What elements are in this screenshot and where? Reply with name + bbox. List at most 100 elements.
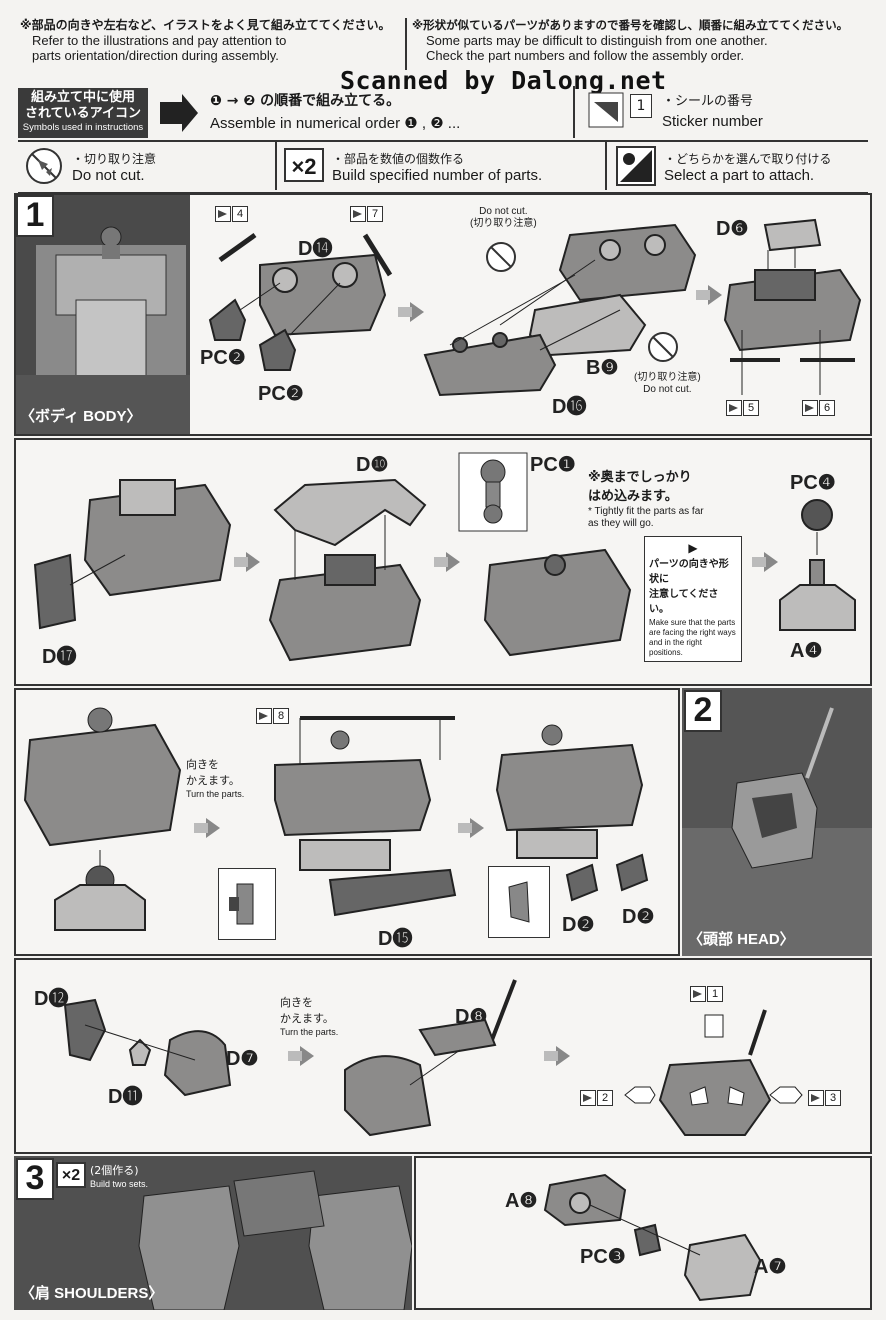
d2-assembly-figure xyxy=(495,724,649,902)
sticker-icon xyxy=(215,206,231,222)
tight-fit-en: * Tightly fit the parts as far as they w… xyxy=(588,506,704,529)
tight-fit-jp2: はめ込みます。 xyxy=(588,489,678,504)
order-arrow: → xyxy=(226,93,239,109)
turn2-jp1: 向きを xyxy=(280,996,313,1009)
label-pc4: PC❹ xyxy=(790,472,836,494)
sticker-4-num: 4 xyxy=(232,206,248,222)
do-not-cut-legend: ・切り取り注意 Do not cut. xyxy=(72,150,156,184)
sticker-icon xyxy=(690,986,706,1002)
step1-caption: 〈ボディ BODY〉 xyxy=(20,408,142,425)
legend-title-en: Symbols used in instructions xyxy=(22,122,144,133)
sticker-5: 5 xyxy=(726,400,759,416)
d14-assembly-figure xyxy=(208,232,393,371)
x2-legend: ・部品を数値の個数作る Build specified number of pa… xyxy=(332,150,542,184)
do-not-cut-jp: ・切り取り注意 xyxy=(72,152,157,166)
orientation-note: ▶ パーツの向きや形状に 注意してください。 Make sure that th… xyxy=(644,536,742,662)
order-en: Assemble in numerical order ❶ , ❷ ... xyxy=(210,115,461,132)
d17-assembly-figure xyxy=(33,479,232,630)
note-similar-parts: ※形状が似ているパーツがありますので番号を確認し、順番に組み立ててください。 S… xyxy=(412,18,882,74)
step3-x2-note: (2個作る) Build two sets. xyxy=(90,1162,148,1190)
sticker-7: 7 xyxy=(350,206,383,222)
turn-en: Turn the parts. xyxy=(186,789,245,799)
next-arrow xyxy=(288,1046,314,1066)
choose-part-legend: ・どちらかを選んで取り付ける Select a part to attach. xyxy=(664,150,831,184)
orientation-pointer-icon: ▶ xyxy=(688,541,698,555)
sticker-head-3-num: 3 xyxy=(825,1090,841,1106)
do-not-cut-icon xyxy=(24,146,64,186)
sticker-icon xyxy=(580,1090,596,1106)
next-arrow xyxy=(234,552,260,572)
sticker-head-2: 2 xyxy=(580,1090,613,1106)
choose-part-icon xyxy=(616,146,656,186)
do-not-cut-note-1: Do not cut. (切り取り注意) xyxy=(470,206,537,230)
note-orientation-en2: parts orientation/direction during assem… xyxy=(32,48,279,63)
step1-number: 1 xyxy=(16,195,54,237)
sticker-4: 4 xyxy=(215,206,248,222)
label-d12: D⓬ xyxy=(34,988,69,1010)
x2-jp: ・部品を数値の個数作る xyxy=(332,152,465,166)
do-not-cut-icon-2 xyxy=(648,332,678,362)
label-d14: D⓮ xyxy=(298,238,333,260)
label-d17: D⓱ xyxy=(42,646,77,668)
do-not-cut-icon-1 xyxy=(486,242,516,272)
d16-b9-assembly-figure xyxy=(423,223,697,397)
label-d7: D❼ xyxy=(226,1048,259,1070)
d6-assembly-figure xyxy=(723,218,862,395)
divider-v3 xyxy=(275,142,277,190)
step2-caption: 〈頭部 HEAD〉 xyxy=(688,931,795,948)
step3-number: 3 xyxy=(16,1158,54,1200)
sticker-legend-jp: ・シールの番号 xyxy=(662,94,754,109)
turn-parts-note-1: 向きを かえます。 Turn the parts. xyxy=(186,756,244,800)
x2-en: Build specified number of parts. xyxy=(332,167,543,184)
step3-x2-en: Build two sets. xyxy=(90,1179,149,1189)
label-pc1: PC❶ xyxy=(530,454,576,476)
turn-jp1: 向きを xyxy=(186,758,219,771)
orientation-en: Make sure that the parts are facing the … xyxy=(649,618,736,657)
sticker-legend-en: Sticker number xyxy=(662,113,763,130)
x2-legend-icon: ×2 xyxy=(284,148,324,182)
next-arrow xyxy=(696,285,722,305)
next-arrow xyxy=(544,1046,570,1066)
label-pc2-a: PC❷ xyxy=(200,347,246,369)
label-a7: A❼ xyxy=(754,1256,787,1278)
d2-detail-icon xyxy=(488,866,550,938)
note-similar-jp: ※形状が似ているパーツがありますので番号を確認し、順番に組み立ててください。 xyxy=(412,18,849,32)
step3-x2-icon: ×2 xyxy=(56,1162,86,1188)
next-arrow xyxy=(434,552,460,572)
label-d10: D❿ xyxy=(356,454,389,476)
head-sticker-figure xyxy=(624,1009,803,1136)
pc4-assembly-figure xyxy=(779,499,856,631)
order-num-2: ❷ xyxy=(243,93,256,109)
turn2-en: Turn the parts. xyxy=(280,1027,339,1037)
do-not-cut-note-2-en: Do not cut. xyxy=(643,384,692,395)
sticker-6: 6 xyxy=(802,400,835,416)
pc1-detail-icon xyxy=(458,452,528,532)
label-d2-b: D❷ xyxy=(622,906,655,928)
legend-title-jp2: されているアイコン xyxy=(25,106,141,121)
label-pc2-b: PC❷ xyxy=(258,383,304,405)
sticker-8: 8 xyxy=(256,708,289,724)
tight-fit-jp1: ※奥までしっかり xyxy=(588,470,692,485)
sticker-head-2-num: 2 xyxy=(597,1090,613,1106)
note-similar-en1: Some parts may be difficult to distingui… xyxy=(426,33,768,48)
label-a8: A❽ xyxy=(505,1190,538,1212)
sticker-legend-num: 1 xyxy=(630,94,652,118)
divider-v4 xyxy=(605,142,607,190)
choose-jp: ・どちらかを選んで取り付ける xyxy=(664,152,832,166)
divider-vertical-2 xyxy=(573,86,575,138)
sticker-legend-icon xyxy=(588,92,624,128)
d10-assembly-figure xyxy=(268,478,427,662)
sticker-icon xyxy=(256,708,272,724)
next-arrow xyxy=(194,818,220,838)
note-similar-en2: Check the part numbers and follow the as… xyxy=(426,48,744,63)
next-arrow xyxy=(398,302,424,322)
note-orientation-en1: Refer to the illustrations and pay atten… xyxy=(32,33,287,48)
turn2-jp2: かえます。 xyxy=(280,1012,334,1025)
sticker-icon xyxy=(808,1090,824,1106)
step2-photo xyxy=(682,688,872,956)
label-b9: B❾ xyxy=(586,357,619,379)
label-d16: D⓰ xyxy=(552,396,587,418)
sticker-icon xyxy=(350,206,366,222)
do-not-cut-note-2-jp: (切り取り注意) xyxy=(634,372,701,383)
d8-assembly-figure xyxy=(344,979,517,1137)
